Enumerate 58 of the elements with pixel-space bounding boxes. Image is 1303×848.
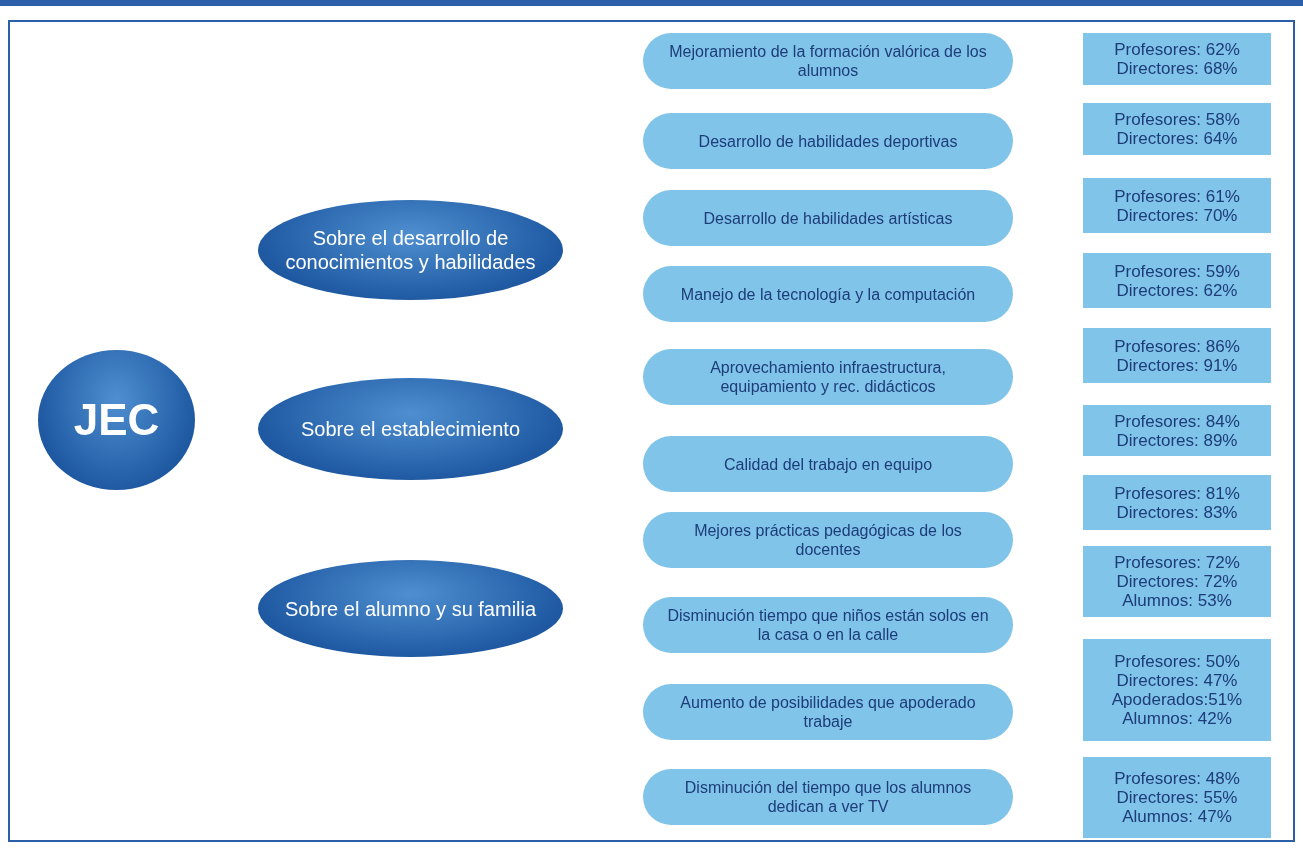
node-text: Sobre el alumno y su familia	[284, 596, 537, 621]
item-pill	[643, 113, 1013, 169]
node-text: Directores: 89%	[1116, 430, 1238, 450]
item-pill	[643, 597, 1013, 653]
percentage-box	[1083, 546, 1271, 617]
node-text: Profesores: 72%	[1114, 553, 1240, 572]
node-text: Desarrollo de habilidades deportivas	[698, 131, 958, 151]
percentage-box	[1083, 253, 1271, 308]
item-pill	[643, 33, 1013, 89]
node-text: Apoderados:51%	[1111, 690, 1243, 709]
percentage-box	[1083, 103, 1271, 155]
item-pill	[643, 684, 1013, 740]
item-pill	[643, 512, 1013, 568]
node-text: Alumnos: 53%	[1122, 591, 1232, 610]
percentage-box	[1083, 475, 1271, 530]
node-text: Profesores: 61%	[1114, 186, 1240, 206]
node-text: Sobre el establecimiento	[301, 417, 520, 441]
node-text: JEC	[73, 394, 160, 446]
node-text: Directores: 64%	[1116, 129, 1238, 148]
item-pill	[643, 190, 1013, 246]
node-text: Mejores prácticas pedagógicas de los docentes	[693, 521, 963, 559]
node-text: Directores: 91%	[1116, 355, 1238, 375]
percentage-box	[1083, 405, 1271, 456]
node-text: Directores: 68%	[1116, 59, 1238, 78]
item-pill	[643, 436, 1013, 492]
node-text: Profesores: 62%	[1114, 40, 1240, 59]
node-text: Profesores: 81%	[1114, 483, 1240, 503]
node-text: Profesores: 84%	[1114, 411, 1240, 431]
node-text: Directores: 70%	[1116, 205, 1238, 225]
node-text: Aprovechamiento infraestructura, equipamiento y rec. didácticos	[709, 358, 947, 396]
percentage-box	[1083, 639, 1271, 741]
percentage-box	[1083, 757, 1271, 838]
item-pill	[643, 266, 1013, 322]
node-text: Profesores: 59%	[1114, 261, 1240, 281]
node-text: Profesores: 86%	[1114, 336, 1240, 356]
node-text: Calidad del trabajo en equipo	[723, 454, 933, 474]
node-text: Directores: 55%	[1116, 788, 1238, 807]
node-text: Alumnos: 42%	[1122, 709, 1232, 728]
node-text: Profesores: 58%	[1114, 110, 1240, 129]
node-text: Aumento de posibilidades que apoderado trabaje	[679, 693, 977, 731]
node-text: Alumnos: 47%	[1122, 807, 1232, 826]
node-text: Directores: 72%	[1116, 572, 1238, 591]
item-pill	[643, 349, 1013, 405]
node-text: Profesores: 50%	[1114, 652, 1240, 671]
node-text: Profesores: 48%	[1114, 769, 1240, 788]
node-text: Desarrollo de habilidades artísticas	[703, 208, 953, 228]
node-text: Manejo de la tecnología y la computación	[680, 284, 976, 304]
percentage-box	[1083, 178, 1271, 233]
node-text: Mejoramiento de la formación valórica de los alumnos	[668, 42, 988, 80]
node-text: Disminución tiempo que niños están solos en la casa o en la calle	[667, 606, 989, 644]
node-text: Directores: 62%	[1116, 280, 1238, 300]
node-text: Directores: 83%	[1116, 502, 1238, 522]
node-text: Directores: 47%	[1116, 671, 1238, 690]
percentage-box	[1083, 328, 1271, 383]
percentage-box	[1083, 33, 1271, 85]
node-text: Sobre el desarrollo de conocimientos y habilidades	[284, 226, 537, 274]
node-text: Disminución del tiempo que los alumnos dedican a ver TV	[683, 778, 973, 816]
item-pill	[643, 769, 1013, 825]
